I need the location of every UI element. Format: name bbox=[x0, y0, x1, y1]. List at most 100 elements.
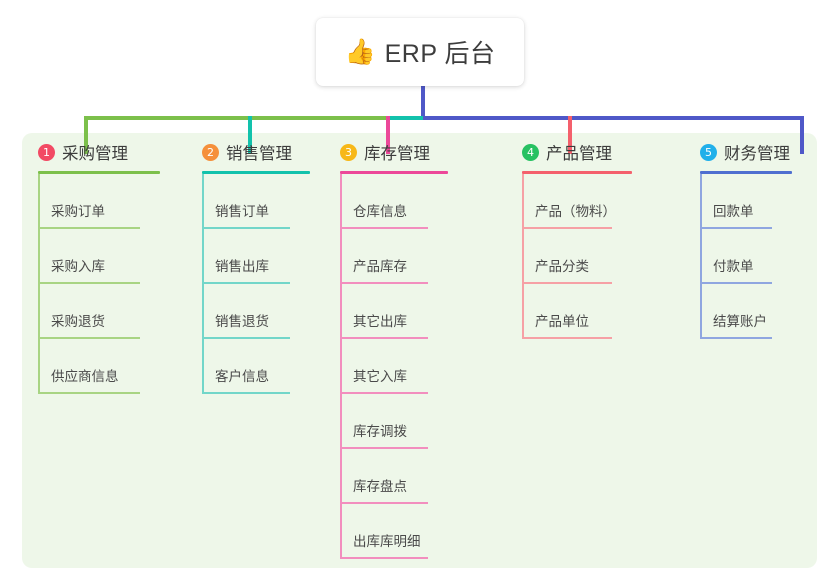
branch-header-3[interactable]: 3 库存管理 bbox=[324, 133, 448, 171]
branch-header-5[interactable]: 5 财务管理 bbox=[684, 133, 792, 171]
leaf-rule bbox=[340, 557, 428, 559]
leaf-rule bbox=[202, 337, 290, 339]
root-title: ERP 后台 bbox=[384, 40, 496, 68]
connector-drop-4 bbox=[568, 116, 572, 154]
leaf-label: 仓库信息 bbox=[353, 204, 407, 219]
leaf-label: 客户信息 bbox=[215, 369, 269, 384]
leaf-item[interactable]: 仓库信息 bbox=[340, 174, 448, 229]
leaf-rule bbox=[340, 502, 428, 504]
leaf-label: 结算账户 bbox=[713, 314, 767, 329]
branch-spine-1 bbox=[38, 174, 40, 394]
leaf-item[interactable]: 付款单 bbox=[700, 229, 792, 284]
branch-spine-2 bbox=[202, 174, 204, 394]
branch-badge-2: 2 bbox=[202, 143, 219, 161]
root-node[interactable]: 👍 ERP 后台 bbox=[316, 18, 524, 86]
leaf-item[interactable]: 其它入库 bbox=[340, 339, 448, 394]
branch-rule-5 bbox=[700, 171, 792, 174]
leaf-label: 采购入库 bbox=[51, 259, 105, 274]
leaf-label: 销售订单 bbox=[215, 204, 269, 219]
leaf-item[interactable]: 销售退货 bbox=[202, 284, 310, 339]
leaf-item[interactable]: 销售订单 bbox=[202, 174, 310, 229]
leaf-item[interactable]: 客户信息 bbox=[202, 339, 310, 394]
leaf-label: 产品（物料） bbox=[535, 204, 616, 219]
branch-column-2: 2 销售管理销售订单销售出库销售退货客户信息 bbox=[186, 133, 310, 394]
leaf-rule bbox=[202, 392, 290, 394]
leaf-rule bbox=[202, 227, 290, 229]
leaf-label: 采购退货 bbox=[51, 314, 105, 329]
connector-bus-left bbox=[84, 116, 386, 120]
leaf-label: 销售退货 bbox=[215, 314, 269, 329]
leaf-rule bbox=[522, 227, 612, 229]
leaf-rule bbox=[700, 337, 772, 339]
branch-rule-3 bbox=[340, 171, 448, 174]
leaf-rule bbox=[38, 227, 140, 229]
branch-header-2[interactable]: 2 销售管理 bbox=[186, 133, 310, 171]
branch-badge-3: 3 bbox=[340, 143, 357, 161]
branch-title-1: 采购管理 bbox=[62, 145, 128, 163]
leaf-item[interactable]: 回款单 bbox=[700, 174, 792, 229]
leaf-rule bbox=[340, 392, 428, 394]
leaf-item[interactable]: 结算账户 bbox=[700, 284, 792, 339]
leaf-label: 产品分类 bbox=[535, 259, 589, 274]
leaf-label: 出库库明细 bbox=[353, 534, 421, 549]
branch-spine-4 bbox=[522, 174, 524, 339]
branch-header-4[interactable]: 4 产品管理 bbox=[506, 133, 632, 171]
branch-spine-3 bbox=[340, 174, 342, 559]
diagram-panel bbox=[22, 133, 817, 568]
branch-rule-2 bbox=[202, 171, 310, 174]
leaf-label: 库存调拨 bbox=[353, 424, 407, 439]
branch-spine-5 bbox=[700, 174, 702, 339]
connector-drop-1 bbox=[84, 116, 88, 154]
leaf-label: 回款单 bbox=[713, 204, 754, 219]
leaf-item[interactable]: 采购入库 bbox=[38, 229, 160, 284]
leaf-rule bbox=[38, 392, 140, 394]
leaf-label: 产品单位 bbox=[535, 314, 589, 329]
branch-title-3: 库存管理 bbox=[364, 145, 430, 163]
leaf-rule bbox=[522, 282, 612, 284]
branch-title-4: 产品管理 bbox=[546, 145, 612, 163]
leaf-rule bbox=[700, 227, 772, 229]
leaf-item[interactable]: 产品库存 bbox=[340, 229, 448, 284]
leaf-rule bbox=[38, 337, 140, 339]
connector-bus-right bbox=[423, 116, 804, 120]
leaf-rule bbox=[202, 282, 290, 284]
branch-badge-5: 5 bbox=[700, 143, 717, 161]
leaf-rule bbox=[340, 227, 428, 229]
thumbs-up-icon: 👍 bbox=[344, 37, 376, 66]
branch-rule-4 bbox=[522, 171, 632, 174]
leaf-label: 销售出库 bbox=[215, 259, 269, 274]
branch-column-5: 5 财务管理回款单付款单结算账户 bbox=[684, 133, 792, 339]
branch-title-5: 财务管理 bbox=[724, 145, 790, 163]
leaf-item[interactable]: 产品（物料） bbox=[522, 174, 632, 229]
leaf-label: 其它出库 bbox=[353, 314, 407, 329]
leaf-rule bbox=[522, 337, 612, 339]
leaf-item[interactable]: 库存盘点 bbox=[340, 449, 448, 504]
leaf-rule bbox=[340, 337, 428, 339]
connector-bus-middle bbox=[386, 116, 423, 120]
connector-drop-2 bbox=[248, 116, 252, 154]
branch-badge-4: 4 bbox=[522, 143, 539, 161]
leaf-item[interactable]: 销售出库 bbox=[202, 229, 310, 284]
leaf-item[interactable]: 采购订单 bbox=[38, 174, 160, 229]
branch-rule-1 bbox=[38, 171, 160, 174]
leaf-label: 库存盘点 bbox=[353, 479, 407, 494]
leaf-item[interactable]: 其它出库 bbox=[340, 284, 448, 339]
leaf-rule bbox=[700, 282, 772, 284]
leaf-label: 供应商信息 bbox=[51, 369, 119, 384]
leaf-item[interactable]: 出库库明细 bbox=[340, 504, 448, 559]
leaf-item[interactable]: 产品单位 bbox=[522, 284, 632, 339]
leaf-rule bbox=[340, 282, 428, 284]
branch-column-4: 4 产品管理产品（物料） 产品分类产品单位 bbox=[506, 133, 632, 339]
leaf-rule bbox=[38, 282, 140, 284]
leaf-label: 付款单 bbox=[713, 259, 754, 274]
connector-drop-5 bbox=[800, 116, 804, 154]
leaf-item[interactable]: 产品分类 bbox=[522, 229, 632, 284]
leaf-item[interactable]: 库存调拨 bbox=[340, 394, 448, 449]
leaf-item[interactable]: 采购退货 bbox=[38, 284, 160, 339]
leaf-item[interactable]: 供应商信息 bbox=[38, 339, 160, 394]
branch-title-2: 销售管理 bbox=[226, 145, 292, 163]
leaf-label: 产品库存 bbox=[353, 259, 407, 274]
